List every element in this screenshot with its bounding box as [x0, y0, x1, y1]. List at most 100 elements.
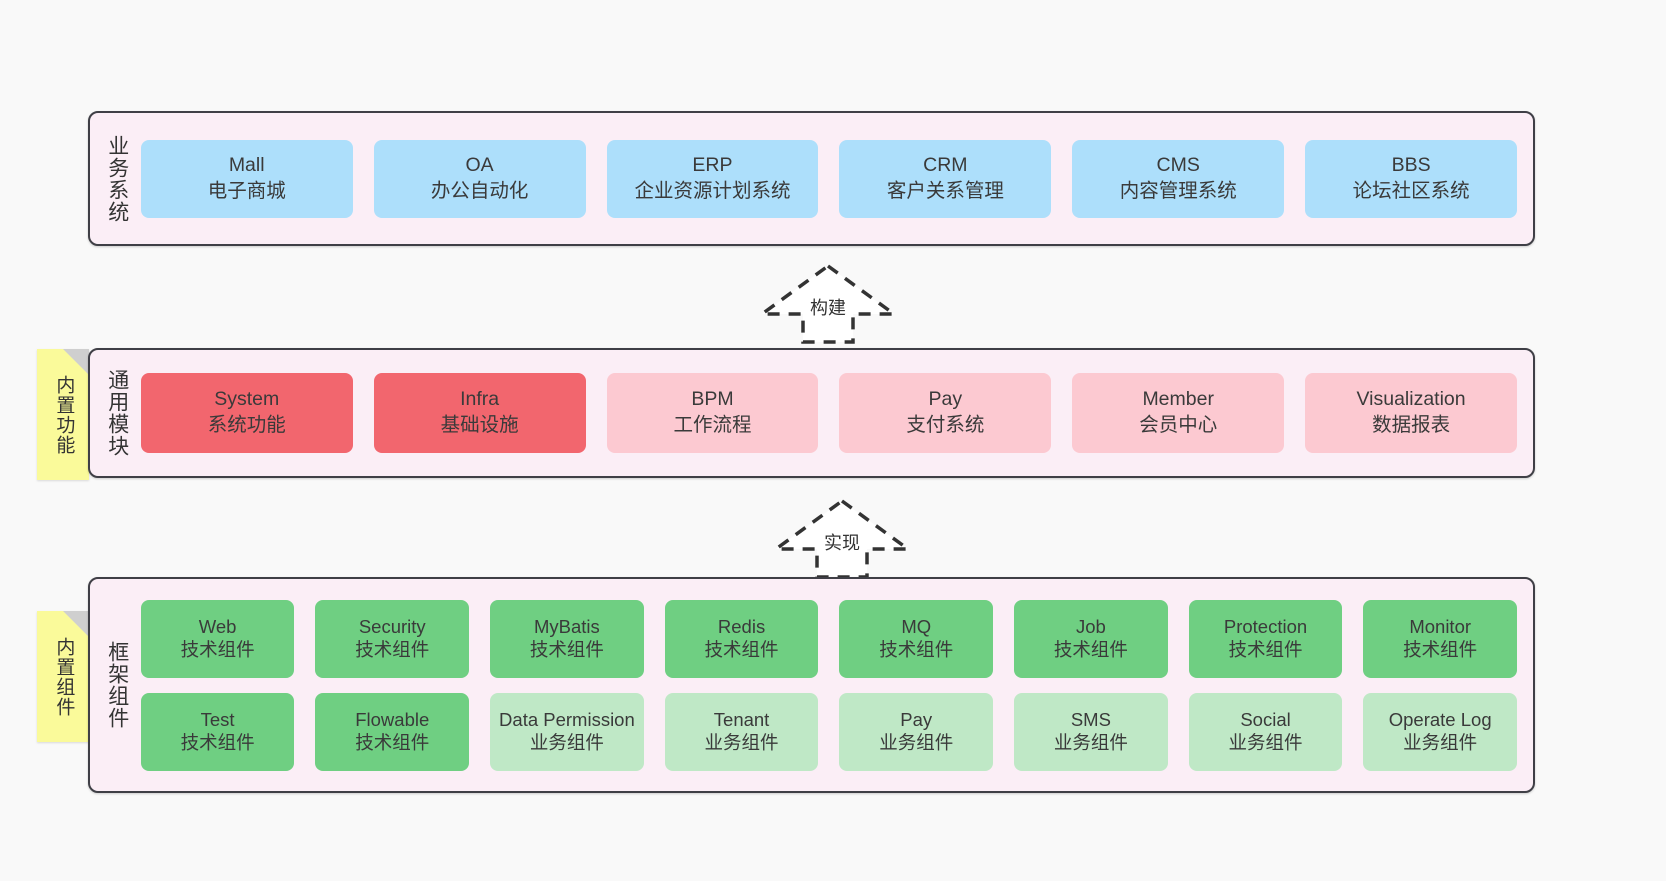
- card-operate-log-subtitle: 业务组件: [1403, 731, 1478, 753]
- card-member-title: Member: [1142, 388, 1214, 411]
- card-social[interactable]: Social 业务组件: [1188, 692, 1343, 771]
- card-pay-component[interactable]: Pay 业务组件: [839, 692, 994, 771]
- card-protection[interactable]: Protection 技术组件: [1188, 599, 1343, 678]
- card-redis[interactable]: Redis 技术组件: [664, 599, 819, 678]
- framework-components-row-2: Test 技术组件 Flowable 技术组件 Data Permission …: [140, 692, 1518, 771]
- arrow-implement-label: 实现: [824, 533, 860, 553]
- common-modules-row: System 系统功能 Infra 基础设施 BPM 工作流程 Pay 支付系统…: [140, 373, 1518, 453]
- card-test-title: Test: [200, 708, 235, 730]
- card-security-title: Security: [358, 615, 426, 637]
- card-bbs[interactable]: BBS 论坛社区系统: [1305, 139, 1518, 218]
- card-cms[interactable]: CMS 内容管理系统: [1072, 139, 1285, 218]
- layer-business-systems: 业务系统 Mall 电子商城 OA 办公自动化 ERP 企业资源计划系统 CRM…: [88, 111, 1535, 246]
- sticky-fold-corner-icon: [63, 349, 89, 375]
- card-pay-component-subtitle: 业务组件: [879, 731, 954, 753]
- card-data-permission[interactable]: Data Permission 业务组件: [490, 692, 644, 771]
- card-flowable-subtitle: 技术组件: [355, 731, 430, 753]
- card-member-subtitle: 会员中心: [1139, 414, 1218, 436]
- card-oa-title: OA: [465, 153, 494, 176]
- arrow-build-label: 构建: [810, 298, 846, 318]
- card-pay-module-subtitle: 支付系统: [906, 414, 985, 436]
- card-bbs-subtitle: 论坛社区系统: [1352, 179, 1470, 202]
- business-systems-row: Mall 电子商城 OA 办公自动化 ERP 企业资源计划系统 CRM 客户关系…: [140, 139, 1518, 218]
- card-system-title: System: [214, 388, 280, 411]
- card-pay-component-title: Pay: [900, 708, 933, 730]
- card-redis-subtitle: 技术组件: [704, 638, 779, 660]
- card-crm-subtitle: 客户关系管理: [886, 179, 1004, 202]
- arrow-build: 构建: [756, 262, 900, 344]
- card-job[interactable]: Job 技术组件: [1014, 599, 1168, 678]
- card-test[interactable]: Test 技术组件: [140, 692, 295, 771]
- card-web[interactable]: Web 技术组件: [140, 599, 295, 678]
- arrow-build-icon: [756, 263, 900, 344]
- card-cms-subtitle: 内容管理系统: [1119, 179, 1237, 202]
- card-member[interactable]: Member 会员中心: [1072, 373, 1285, 453]
- card-security[interactable]: Security 技术组件: [315, 599, 470, 678]
- card-protection-title: Protection: [1223, 615, 1308, 637]
- card-erp[interactable]: ERP 企业资源计划系统: [606, 139, 819, 218]
- card-monitor[interactable]: Monitor 技术组件: [1363, 599, 1518, 678]
- card-tenant[interactable]: Tenant 业务组件: [664, 692, 819, 771]
- card-mybatis-subtitle: 技术组件: [529, 638, 604, 660]
- card-bpm-subtitle: 工作流程: [673, 414, 752, 436]
- card-flowable-title: Flowable: [355, 708, 430, 730]
- card-visualization-title: Visualization: [1356, 388, 1466, 411]
- card-infra-subtitle: 基础设施: [440, 414, 519, 436]
- card-mybatis-title: MyBatis: [534, 615, 600, 637]
- card-web-title: Web: [198, 615, 237, 637]
- card-visualization[interactable]: Visualization 数据报表: [1305, 373, 1518, 453]
- card-monitor-subtitle: 技术组件: [1403, 638, 1478, 660]
- card-flowable[interactable]: Flowable 技术组件: [315, 692, 470, 771]
- card-data-permission-title: Data Permission: [499, 708, 635, 730]
- card-mq[interactable]: MQ 技术组件: [839, 599, 994, 678]
- card-sms[interactable]: SMS 业务组件: [1014, 692, 1168, 771]
- card-tenant-subtitle: 业务组件: [704, 731, 779, 753]
- card-erp-title: ERP: [692, 153, 733, 176]
- card-operate-log[interactable]: Operate Log 业务组件: [1363, 692, 1518, 771]
- card-crm[interactable]: CRM 客户关系管理: [839, 139, 1052, 218]
- card-test-subtitle: 技术组件: [180, 731, 255, 753]
- card-mq-subtitle: 技术组件: [879, 638, 954, 660]
- sticky-note-builtin-features: 内置功能: [37, 349, 89, 480]
- card-oa-subtitle: 办公自动化: [430, 179, 529, 202]
- card-oa[interactable]: OA 办公自动化: [373, 139, 586, 218]
- card-tenant-title: Tenant: [713, 708, 770, 730]
- card-mall[interactable]: Mall 电子商城: [140, 139, 353, 218]
- card-security-subtitle: 技术组件: [355, 638, 430, 660]
- card-bpm-title: BPM: [691, 388, 734, 411]
- sticky-fold-corner-icon: [63, 611, 89, 637]
- card-mybatis[interactable]: MyBatis 技术组件: [490, 599, 644, 678]
- card-redis-title: Redis: [717, 615, 766, 637]
- card-infra-title: Infra: [460, 388, 500, 411]
- card-erp-subtitle: 企业资源计划系统: [634, 179, 791, 202]
- card-social-title: Social: [1240, 708, 1291, 730]
- card-mall-subtitle: 电子商城: [207, 179, 286, 202]
- sticky-note-builtin-features-label: 内置功能: [53, 374, 75, 455]
- card-data-permission-subtitle: 业务组件: [529, 731, 604, 753]
- card-mall-title: Mall: [228, 153, 265, 176]
- card-bpm[interactable]: BPM 工作流程: [606, 373, 819, 453]
- layer-framework-components-label: 框架组件: [105, 641, 129, 729]
- layer-business-systems-label: 业务系统: [105, 134, 129, 223]
- card-monitor-title: Monitor: [1409, 615, 1472, 637]
- card-job-subtitle: 技术组件: [1053, 638, 1128, 660]
- card-web-subtitle: 技术组件: [180, 638, 255, 660]
- layer-common-modules-body: System 系统功能 Infra 基础设施 BPM 工作流程 Pay 支付系统…: [140, 350, 1533, 476]
- card-visualization-subtitle: 数据报表: [1372, 414, 1451, 436]
- card-social-subtitle: 业务组件: [1228, 731, 1303, 753]
- card-infra[interactable]: Infra 基础设施: [373, 373, 586, 453]
- card-pay-module-title: Pay: [928, 388, 963, 411]
- card-mq-title: MQ: [901, 615, 932, 637]
- card-sms-title: SMS: [1070, 708, 1111, 730]
- card-system[interactable]: System 系统功能: [140, 373, 353, 453]
- layer-common-modules-label: 通用模块: [105, 369, 129, 457]
- card-bbs-title: BBS: [1391, 153, 1431, 176]
- layer-common-modules: 通用模块 System 系统功能 Infra 基础设施 BPM 工作流程 Pay…: [88, 348, 1535, 478]
- sticky-note-builtin-components: 内置组件: [37, 611, 89, 742]
- card-sms-subtitle: 业务组件: [1053, 731, 1128, 753]
- card-pay-module[interactable]: Pay 支付系统: [839, 373, 1052, 453]
- card-operate-log-title: Operate Log: [1388, 708, 1492, 730]
- sticky-note-builtin-components-label: 内置组件: [53, 636, 75, 717]
- layer-framework-components-body: Web 技术组件 Security 技术组件 MyBatis 技术组件 Redi…: [140, 563, 1533, 807]
- framework-components-row-1: Web 技术组件 Security 技术组件 MyBatis 技术组件 Redi…: [140, 599, 1518, 678]
